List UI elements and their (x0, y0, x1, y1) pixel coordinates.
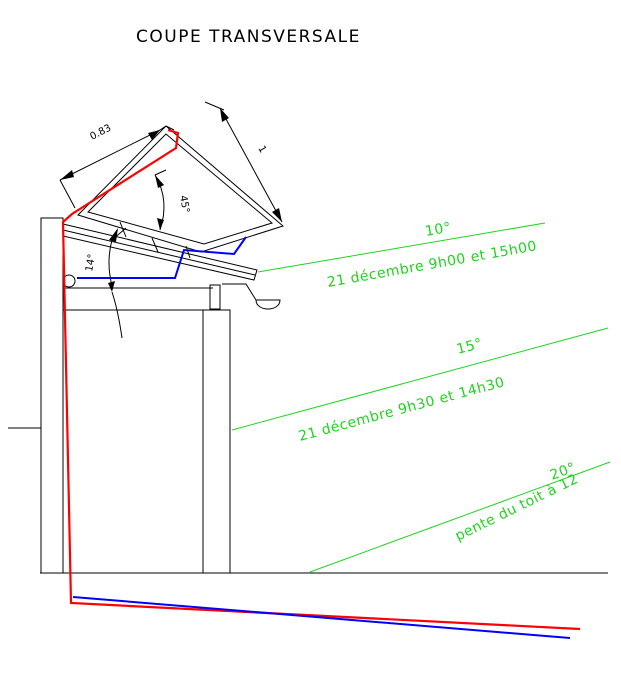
sun-ray-10: 10° 21 décembre 9h00 et 15h00 (257, 220, 546, 291)
blue-profile-line (77, 236, 247, 279)
sun-ray-15: 15° 21 décembre 9h30 et 14h30 (231, 327, 609, 445)
interior-block (62, 300, 231, 574)
sun-ray-20: 20° pente du toit à 12 (309, 460, 611, 573)
angle-tilt: 45° (154, 169, 191, 231)
angle-roof-label: 14° (84, 253, 98, 272)
drawing-title: COUPE TRANSVERSALE (136, 27, 361, 47)
sun-caption-10: 21 décembre 9h00 et 15h00 (326, 238, 538, 291)
dimension-height: 1 (204, 101, 283, 223)
angle-tilt-label: 45° (177, 195, 191, 214)
gutter (222, 283, 281, 310)
sun-caption-15: 21 décembre 9h30 et 14h30 (297, 374, 507, 445)
dimension-width-label: 0.83 (88, 123, 113, 143)
solar-collector (77, 125, 285, 259)
angle-roof: 14° (84, 227, 127, 339)
dimension-height-label: 1 (255, 144, 268, 155)
left-wall (8, 217, 64, 574)
sun-angle-10-label: 10° (424, 220, 453, 240)
red-profile-line (61, 128, 581, 631)
sun-caption-20: pente du toit à 12 (453, 471, 581, 545)
sun-angle-15-label: 15° (455, 336, 485, 358)
blue-ground-line (72, 596, 571, 639)
